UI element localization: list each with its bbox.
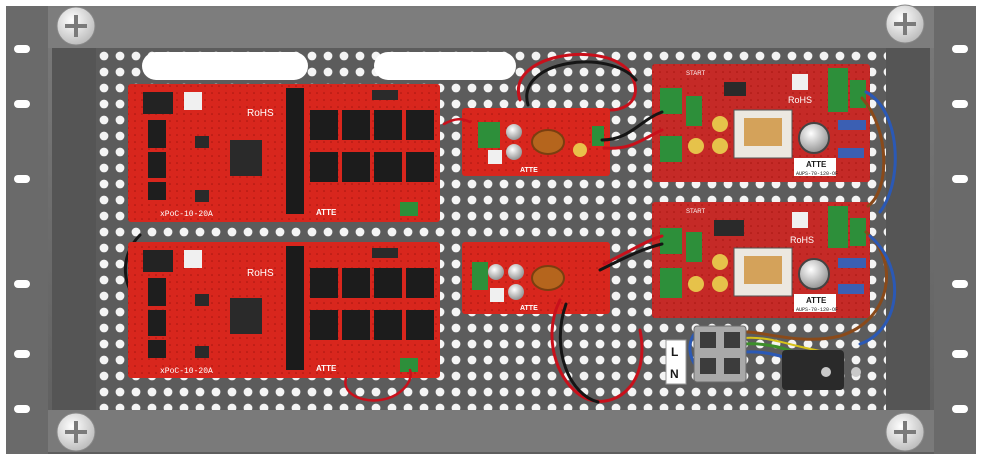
poe-switch-board: RoHS xPoC-10-20A ATTE: [128, 242, 440, 378]
brand-logo-text: ATTE: [316, 208, 337, 217]
line-label: L: [671, 345, 678, 359]
brand-logo-text: ATTE: [520, 305, 538, 312]
start-label: START: [686, 209, 705, 215]
rohs-mark: RoHS: [247, 268, 274, 279]
brand-logo-text: ATTE: [316, 364, 337, 373]
psu-board: START RoHS ATTE AUPS-70-120-OF: [652, 202, 870, 318]
mounting-slots: [14, 45, 968, 413]
screw-icon: [56, 6, 96, 46]
ground-plate: [782, 350, 861, 390]
rohs-mark: RoHS: [790, 235, 814, 245]
ethernet-ports: [310, 110, 434, 182]
corner-screws: [56, 4, 925, 452]
psu-model-label: AUPS-70-120-OF: [796, 307, 838, 313]
poe-switch-board: RoHS xPoC-10-20A ATTE: [128, 84, 440, 222]
mains-terminal-block: L N: [665, 325, 747, 385]
start-label: START: [686, 71, 705, 77]
brand-logo-text: ATTE: [520, 167, 538, 174]
screw-icon: [56, 412, 96, 452]
screw-icon: [885, 412, 925, 452]
psu-model-label: AUPS-70-120-OF: [796, 171, 838, 177]
rohs-mark: RoHS: [247, 108, 274, 119]
psu-board: START RoHS ATTE AUPS-70-120-OF: [652, 64, 870, 182]
brand-logo-text: ATTE: [806, 160, 827, 169]
screw-icon: [885, 4, 925, 44]
board-model-label: xPoC-10-20A: [160, 210, 213, 219]
board-model-label: xPoC-10-20A: [160, 367, 213, 376]
ethernet-ports: [310, 268, 434, 340]
rohs-mark: RoHS: [788, 95, 812, 105]
neutral-label: N: [670, 367, 679, 381]
dc-converter-board: ATTE: [462, 242, 610, 314]
brand-logo-text: ATTE: [806, 296, 827, 305]
dc-converter-board: ATTE: [462, 108, 610, 176]
